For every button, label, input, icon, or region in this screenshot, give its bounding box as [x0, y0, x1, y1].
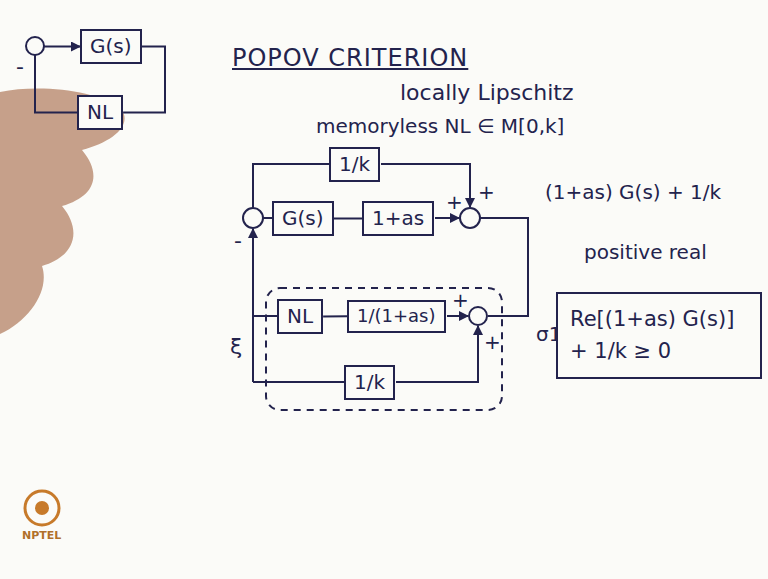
dashed-enclosure	[266, 288, 502, 410]
block-box: 1+as	[362, 201, 434, 236]
watermark: NPTEL	[22, 529, 61, 542]
summing-junction	[243, 208, 263, 228]
block-text: Re[(1+as) G(s)] + 1/k ≥ 0	[570, 307, 734, 363]
block-text: 1+as	[372, 206, 424, 230]
summing-junction	[460, 208, 480, 228]
sign: -	[16, 54, 24, 80]
equation: (1+as) G(s) + 1/k	[545, 180, 721, 204]
signal-name: ξ	[230, 334, 242, 360]
block-text: NL	[287, 304, 313, 328]
nptel-logo-core	[35, 501, 49, 515]
block-text: 1/k	[339, 152, 370, 176]
note: memoryless NL ∈ M[0,k]	[316, 114, 564, 138]
condition-box: Re[(1+as) G(s)] + 1/k ≥ 0	[556, 292, 762, 379]
block-text: 1/k	[354, 370, 385, 394]
wire	[263, 217, 272, 219]
block-text: 1/(1+as)	[357, 305, 436, 326]
sign: +	[452, 288, 469, 312]
block-text: NL	[87, 100, 113, 124]
block-box: G(s)	[272, 201, 334, 236]
wire	[480, 218, 528, 316]
connector	[334, 218, 363, 220]
wire	[396, 326, 478, 382]
block-box: 1/k	[344, 365, 395, 400]
wire	[435, 217, 459, 219]
hand	[0, 89, 125, 334]
block-text: G(s)	[282, 206, 324, 230]
wire	[252, 229, 254, 382]
connector	[35, 47, 80, 113]
block-box: NL	[277, 299, 323, 334]
block-text: G(s)	[90, 34, 132, 58]
block-box: 1/k	[329, 147, 380, 182]
block-box: NL	[77, 95, 123, 130]
sign: +	[484, 330, 501, 354]
note: locally Lipschitz	[400, 80, 574, 106]
sign: -	[234, 228, 242, 254]
nptel-logo	[25, 491, 59, 525]
title: POPOV CRITERION	[232, 44, 468, 73]
block-box: G(s)	[80, 29, 142, 64]
sign: +	[446, 190, 463, 214]
connector	[323, 315, 347, 317]
wire	[447, 315, 468, 317]
summing-junction	[26, 37, 44, 55]
block-box: 1/(1+as)	[347, 300, 446, 333]
wire	[253, 381, 344, 383]
summing-junction	[469, 307, 487, 325]
note: positive real	[584, 240, 707, 264]
wire	[253, 315, 277, 317]
sign: +	[478, 180, 495, 204]
